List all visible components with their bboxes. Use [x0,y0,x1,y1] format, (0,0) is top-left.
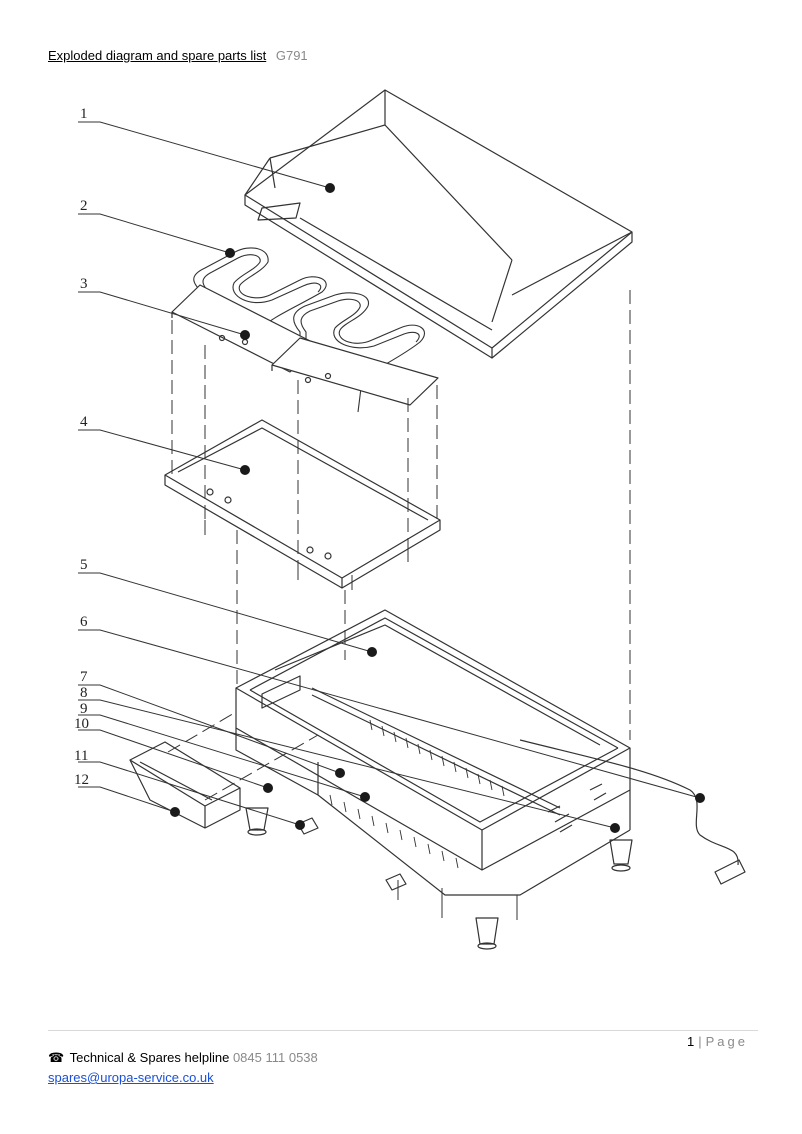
page-number: 1|Page [687,1034,748,1049]
callout-10: 10 [74,716,89,732]
drip-tray [129,741,241,829]
document-title: Exploded diagram and spare parts list [48,48,267,63]
control-knob [297,817,407,891]
griddle-plate [244,89,633,359]
callout-3: 3 [80,276,88,292]
callout-6: 6 [80,614,88,630]
model-code: G791 [275,48,308,63]
telephone-icon: ☎ [48,1050,65,1065]
page-word: Page [705,1034,748,1049]
page-separator: | [698,1034,702,1049]
callout-12: 12 [74,772,89,788]
page-number-value: 1 [687,1034,695,1049]
callout-9: 9 [80,701,88,717]
foot [245,807,633,950]
helpline-number: 0845 111 0538 [232,1050,318,1065]
callout-2: 2 [80,198,88,214]
insulation-tray [164,419,441,589]
callout-5: 5 [80,557,88,573]
email-link[interactable]: spares@uropa-service.co.uk [48,1070,214,1085]
heating-element [193,247,426,413]
callout-1: 1 [80,106,88,122]
callout-11: 11 [74,748,88,764]
callout-4: 4 [80,414,88,430]
callout-7: 7 [80,669,88,685]
element-bracket [171,284,439,406]
helpline-label: Technical & Spares helpline [69,1050,230,1065]
footer-divider [48,1030,758,1031]
chassis [235,609,631,896]
callout-8: 8 [80,685,88,701]
page-title: Exploded diagram and spare parts list G7… [48,48,308,63]
helpline: ☎ Technical & Spares helpline 0845 111 0… [48,1050,318,1066]
